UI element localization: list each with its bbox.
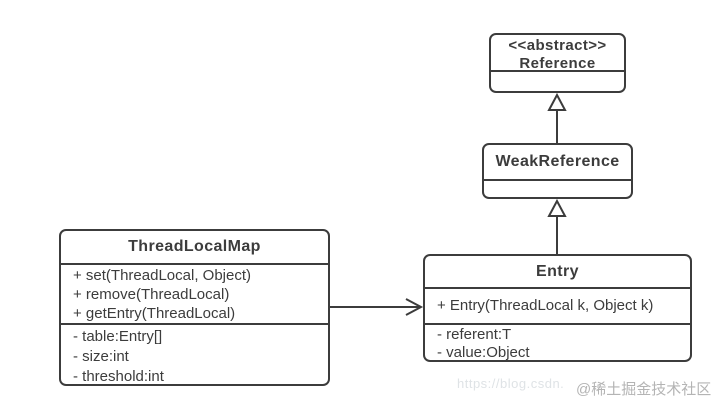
method-tlm-remove: + remove(ThreadLocal) (73, 286, 230, 303)
class-name-threadlocalmap: ThreadLocalMap (61, 231, 328, 265)
field-tlm-table: - table:Entry[] (73, 328, 163, 345)
class-methods-threadlocalmap: + set(ThreadLocal, Object) + remove(Thre… (61, 265, 328, 325)
class-members-reference-empty (491, 72, 624, 91)
class-name-weakreference: WeakReference (484, 145, 631, 181)
watermark-blog-url: https://blog.csdn. (457, 376, 565, 391)
class-box-threadlocalmap: ThreadLocalMap + set(ThreadLocal, Object… (59, 229, 330, 386)
method-tlm-getentry: + getEntry(ThreadLocal) (73, 305, 236, 322)
association-arrow-threadlocalmap-to-entry (330, 298, 424, 316)
method-entry-constructor: + Entry(ThreadLocal k, Object k) (437, 297, 654, 314)
field-tlm-size: - size:int (73, 348, 129, 365)
field-entry-referent: - referent:T (437, 326, 512, 343)
generalization-arrow-entry-to-weakreference (547, 198, 567, 254)
class-fields-entry: - referent:T - value:Object (425, 325, 690, 361)
class-title-reference: <<abstract>> Reference (491, 35, 624, 72)
watermark-juejin-community: @稀土掘金技术社区 (576, 381, 712, 398)
generalization-arrow-weakreference-to-reference (547, 92, 567, 143)
class-name-entry: Entry (425, 256, 690, 289)
class-box-entry: Entry + Entry(ThreadLocal k, Object k) -… (423, 254, 692, 362)
class-methods-entry: + Entry(ThreadLocal k, Object k) (425, 289, 690, 325)
class-box-reference: <<abstract>> Reference (489, 33, 626, 93)
method-tlm-set: + set(ThreadLocal, Object) (73, 267, 252, 284)
class-box-weakreference: WeakReference (482, 143, 633, 199)
field-tlm-threshold: - threshold:int (73, 368, 164, 385)
stereotype-abstract-label: <<abstract>> (508, 37, 607, 54)
field-entry-value: - value:Object (437, 344, 530, 361)
class-members-weakreference-empty (484, 181, 631, 197)
class-name-reference: Reference (519, 55, 596, 72)
class-fields-threadlocalmap: - table:Entry[] - size:int - threshold:i… (61, 325, 328, 385)
